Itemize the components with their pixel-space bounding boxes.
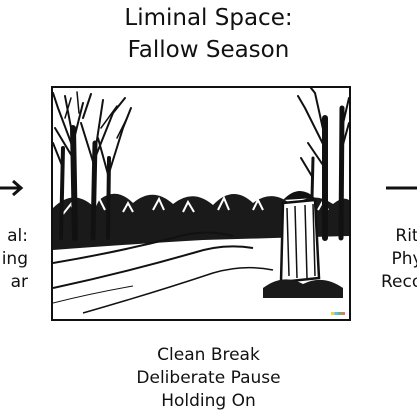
diagram-title: Liminal Space: Fallow Season — [0, 0, 417, 66]
previous-stage-label: al: ing ar — [0, 225, 28, 294]
title-line-1: Liminal Space: — [124, 5, 293, 31]
next-stage-label: Rit Phy Recon — [357, 225, 417, 294]
previous-stage-line: ar — [10, 272, 28, 292]
next-stage-line: Rit — [395, 226, 417, 246]
previous-stage-line: al: — [7, 226, 28, 246]
arrow-line-icon — [386, 186, 417, 190]
previous-stage-line: ing — [1, 249, 28, 269]
bare-trees-stump-image — [53, 88, 349, 319]
caption-line-2: Deliberate Pause — [136, 368, 281, 388]
next-stage-line: Recon — [380, 272, 417, 292]
caption-line-3: Holding On — [161, 391, 256, 411]
landscape-illustration — [51, 86, 351, 321]
next-stage-line: Phy — [391, 249, 417, 269]
stage-caption: Clean Break Deliberate Pause Holding On — [0, 344, 417, 413]
caption-line-1: Clean Break — [157, 345, 260, 365]
signature-stripe — [331, 312, 345, 315]
title-line-2: Fallow Season — [127, 37, 290, 63]
arrow-right-icon — [0, 179, 24, 197]
